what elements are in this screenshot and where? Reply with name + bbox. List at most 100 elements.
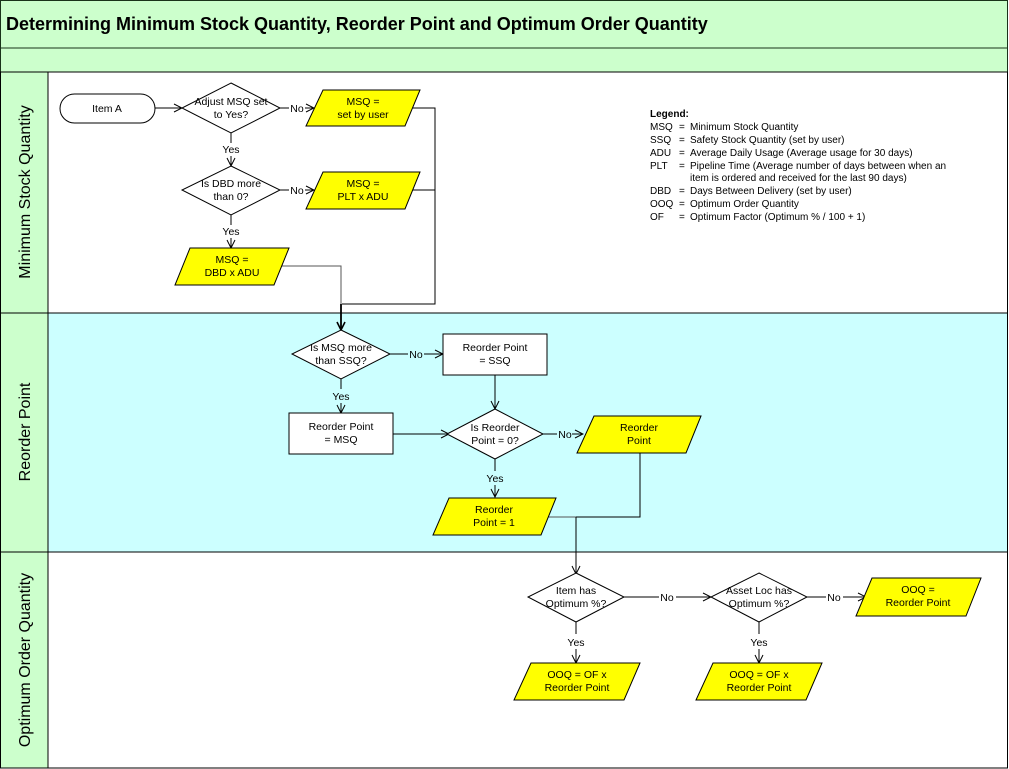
legend-desc: Optimum Order Quantity [690,199,799,210]
lane-ooq-header [0,551,49,769]
legend-abbr: OOQ [650,199,674,210]
node-msq-user-line2: set by user [337,109,389,121]
legend-eq: = [679,122,685,133]
node-adjust-msq-decision[interactable]: Adjust MSQ set to Yes? [180,82,282,134]
legend-entry-of: OF = Optimum Factor (Optimum % / 100 + 1… [650,212,865,223]
node-msqssq-line1: Is MSQ more [310,342,372,354]
node-item-a-text: Item A [92,103,122,115]
node-msq-dbd-adu[interactable]: MSQ = DBD x ADU [174,247,290,286]
node-msq-dbd-line2: DBD x ADU [205,267,260,279]
lane-rop-header [0,312,49,553]
node-ropmsq-line2: = MSQ [325,434,358,446]
node-ropzero-line1: Is Reorder [470,422,520,434]
label-msqssq-no: No [409,349,423,361]
edge-labels: No Yes No Yes No Yes No Yes No Yes No Ye… [222,103,840,649]
node-ooqof1-line1: OOQ = OF x [547,669,607,681]
edge-rop-out-merge [576,453,641,518]
lane-ooq-body [47,551,1008,769]
legend-desc: Average Daily Usage (Average usage for 3… [690,148,913,159]
node-assetopt-line1: Asset Loc has [726,585,792,597]
legend-eq: = [679,199,685,210]
legend-desc: Pipeline Time (Average number of days be… [690,161,946,172]
legend-eq: = [679,161,685,172]
legend-entry-msq: MSQ = Minimum Stock Quantity [650,122,798,133]
legend-entry-adu: ADU = Average Daily Usage (Average usage… [650,148,913,159]
label-assetopt-yes: Yes [750,637,767,649]
legend-abbr: ADU [650,148,671,159]
node-reorder-point-msq[interactable]: Reorder Point = MSQ [288,412,394,455]
legend-abbr: SSQ [650,135,671,146]
label-dbd-no: No [290,185,304,197]
node-asset-loc-optimum-decision[interactable]: Asset Loc has Optimum %? [709,572,809,623]
node-reorder-point-ssq[interactable]: Reorder Point = SSQ [442,333,548,376]
node-dbd-line1: Is DBD more [201,178,261,190]
node-msq-plt-line2: PLT x ADU [338,191,389,203]
legend-desc-cont: item is ordered and received for the las… [690,173,907,184]
node-ooq-reorder-point[interactable]: OOQ = Reorder Point [855,577,982,617]
legend-eq: = [679,186,685,197]
node-ooqrop-line2: Reorder Point [886,597,951,609]
lane-msq-header [0,71,49,314]
legend-desc: Minimum Stock Quantity [690,122,798,133]
node-msq-plt-adu[interactable]: MSQ = PLT x ADU [305,171,421,210]
node-ropout-line1: Reorder [620,422,658,434]
node-assetopt-line2: Optimum %? [729,598,790,610]
node-adjust-msq-line2: to Yes? [214,109,249,121]
node-ropssq-line1: Reorder Point [463,342,528,354]
node-msq-plt-line1: MSQ = [347,178,380,190]
node-msqssq-line2: than SSQ? [315,355,367,367]
node-dbd-line2: than 0? [213,191,248,203]
node-msq-set-by-user[interactable]: MSQ = set by user [305,89,421,127]
node-reorder-point-one[interactable]: Reorder Point = 1 [432,497,557,536]
node-ooqof2-line2: Reorder Point [727,682,792,694]
node-ooq-of-reorder-point-item[interactable]: OOQ = OF x Reorder Point [513,662,641,701]
node-itemopt-line2: Optimum %? [546,598,607,610]
node-dbd-decision[interactable]: Is DBD more than 0? [180,165,282,216]
lane-msq-label: Minimum Stock Quantity [17,105,34,278]
node-msq-more-ssq-decision[interactable]: Is MSQ more than SSQ? [290,329,392,380]
lane-ooq-label: Optimum Order Quantity [17,573,34,747]
lane-optimum-order-quantity: Optimum Order Quantity [0,551,1008,769]
node-msq-user-line1: MSQ = [347,96,380,108]
connectors [155,108,866,663]
node-ropmsq-line1: Reorder Point [309,421,374,433]
node-ropone-line2: Point = 1 [473,517,515,529]
node-ooq-of-reorder-point-asset[interactable]: OOQ = OF x Reorder Point [695,662,823,701]
legend-eq: = [679,212,685,223]
legend-entry-ooq: OOQ = Optimum Order Quantity [650,199,799,210]
node-ooqrop-line1: OOQ = [901,584,935,596]
legend-abbr: DBD [650,186,671,197]
lane-rop-label: Reorder Point [17,382,34,481]
label-assetopt-no: No [827,592,841,604]
node-msq-dbd-line1: MSQ = [216,254,249,266]
legend-eq: = [679,148,685,159]
legend-entry-plt: PLT = Pipeline Time (Average number of d… [650,161,946,184]
legend-abbr: PLT [650,161,668,172]
node-adjust-msq-line1: Adjust MSQ set [195,96,268,108]
legend-entry-ssq: SSQ = Safety Stock Quantity (set by user… [650,135,845,146]
node-reorder-point-zero-decision[interactable]: Is Reorder Point = 0? [445,408,545,460]
node-item-optimum-decision[interactable]: Item has Optimum %? [526,572,626,623]
node-reorder-point-output[interactable]: Reorder Point [576,415,702,454]
label-adjust-yes: Yes [222,144,239,156]
legend-title: Legend: [650,109,689,120]
label-itemopt-no: No [660,592,674,604]
label-ropzero-no: No [558,429,572,441]
node-ropone-line1: Reorder [475,504,513,516]
node-item-a[interactable]: Item A [59,93,156,124]
subheader-band [0,47,1008,73]
node-ooqof1-line2: Reorder Point [545,682,610,694]
legend-abbr: OF [650,212,664,223]
legend-desc: Optimum Factor (Optimum % / 100 + 1) [690,212,865,223]
label-itemopt-yes: Yes [567,637,584,649]
legend-entry-dbd: DBD = Days Between Delivery (set by user… [650,186,852,197]
edge-msq-user-merge [342,107,436,305]
label-dbd-yes: Yes [222,226,239,238]
nodes: Item A Adjust MSQ set to Yes? MSQ = set … [59,82,982,701]
legend-abbr: MSQ [650,122,673,133]
node-itemopt-line1: Item has [556,585,596,597]
label-ropzero-yes: Yes [486,473,503,485]
label-msqssq-yes: Yes [332,391,349,403]
